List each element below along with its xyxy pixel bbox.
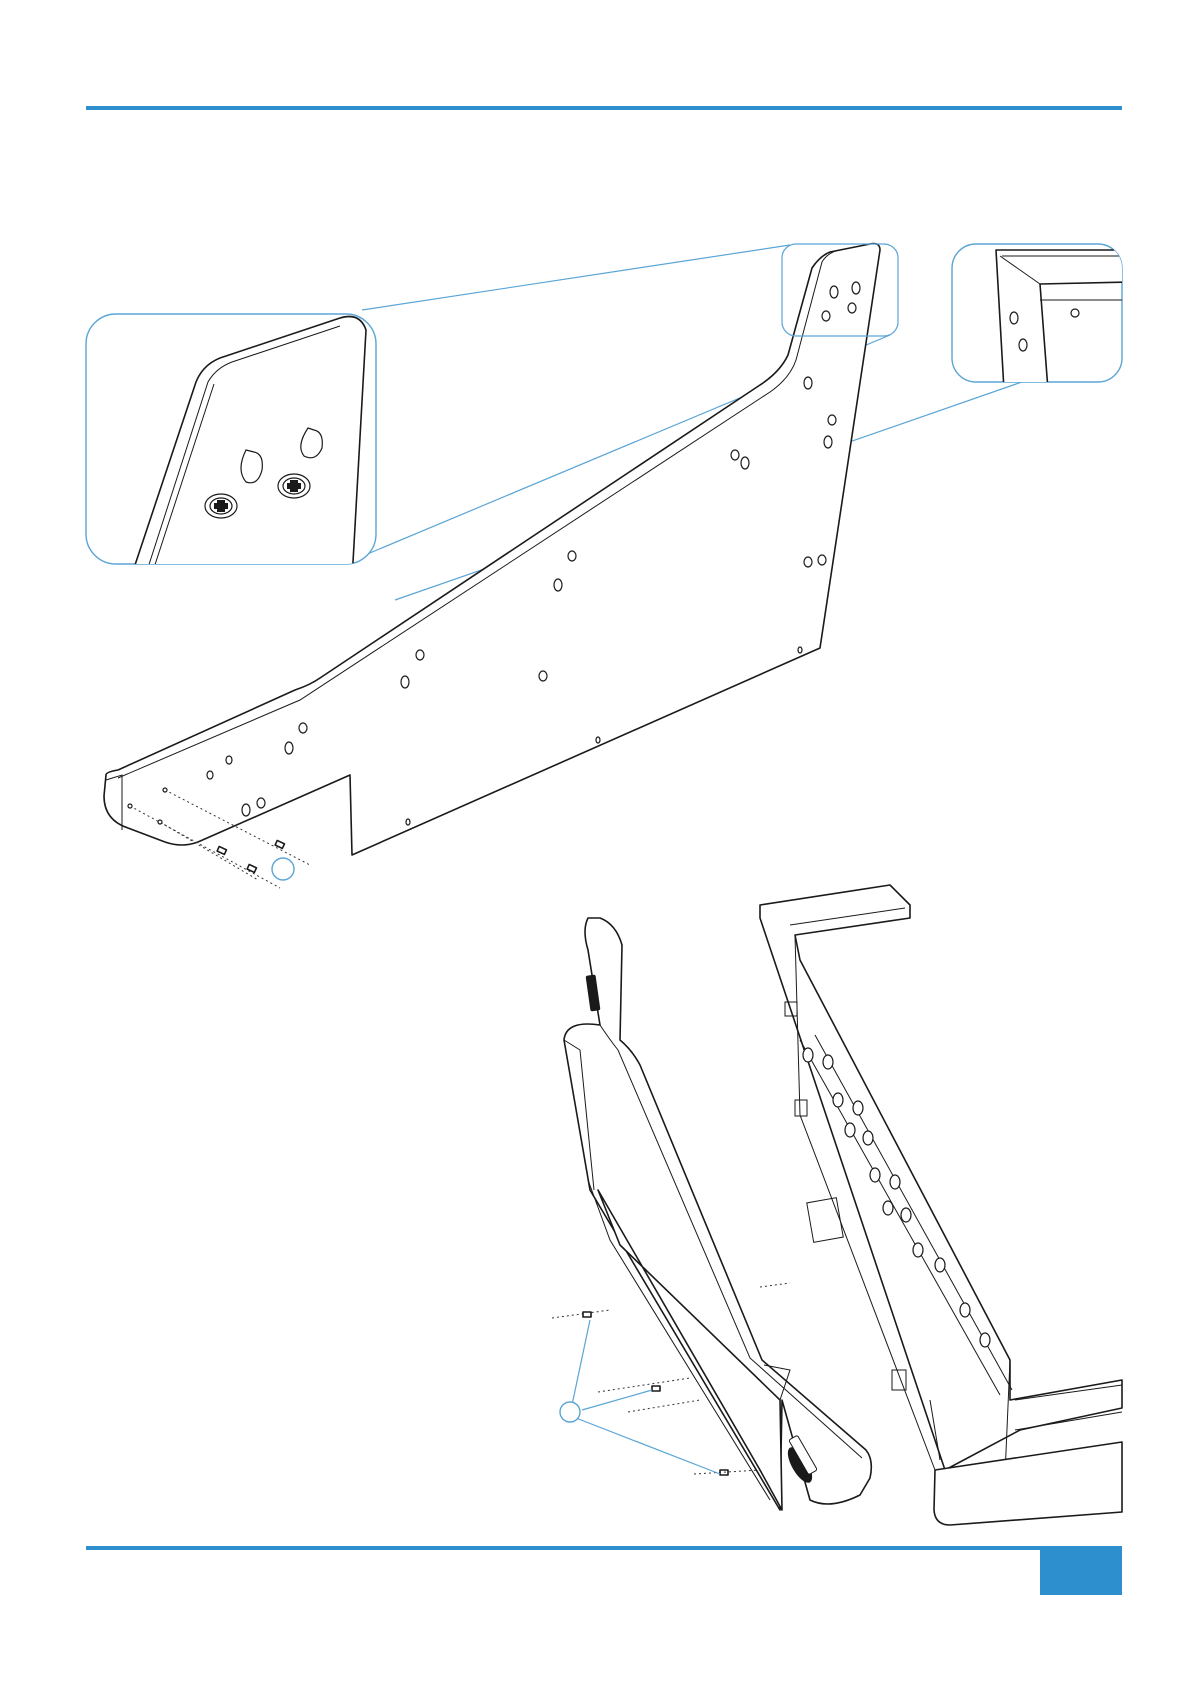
line-art-element bbox=[299, 723, 307, 733]
line-art-element bbox=[596, 737, 600, 743]
line-art-element bbox=[576, 1418, 720, 1474]
corner-detail-callout bbox=[952, 244, 1130, 390]
line-art-element bbox=[741, 457, 749, 469]
line-art-element bbox=[852, 282, 860, 294]
line-art-element bbox=[552, 1310, 610, 1318]
footer-rule bbox=[86, 1546, 1122, 1550]
line-art-element bbox=[818, 555, 826, 565]
line-art-element bbox=[406, 819, 410, 825]
line-art-element bbox=[583, 1312, 591, 1317]
line-art-element bbox=[823, 1055, 833, 1069]
line-art-element bbox=[572, 1320, 590, 1405]
line-art-element bbox=[158, 820, 162, 824]
side-panel-attach-figure bbox=[552, 885, 1122, 1525]
page-number-tab bbox=[1040, 1548, 1122, 1595]
chassis-frame bbox=[760, 885, 1122, 1470]
line-art-element bbox=[760, 1283, 790, 1287]
line-art-element bbox=[807, 1198, 843, 1243]
line-art-element bbox=[830, 286, 838, 298]
side-panel-detail-figure bbox=[86, 244, 1130, 888]
line-art-element bbox=[828, 415, 836, 425]
screw-detail-callout bbox=[86, 314, 376, 580]
line-art-element bbox=[901, 1208, 911, 1222]
line-art-element bbox=[848, 303, 856, 313]
line-art-element bbox=[822, 311, 830, 321]
line-art-element bbox=[1010, 312, 1018, 324]
line-art-element bbox=[890, 1175, 900, 1189]
line-art-element bbox=[960, 1303, 970, 1317]
line-art-element bbox=[217, 846, 226, 854]
line-art-element bbox=[883, 1201, 893, 1215]
line-art-element bbox=[833, 1093, 843, 1107]
line-art-element bbox=[800, 1040, 1000, 1395]
line-art-element bbox=[241, 450, 262, 483]
line-art-element bbox=[285, 742, 293, 754]
line-art-element bbox=[554, 579, 562, 591]
line-art-element bbox=[242, 804, 250, 816]
callout-leader-left-top bbox=[362, 245, 790, 310]
line-art-element bbox=[628, 1400, 700, 1412]
line-art-element bbox=[1071, 309, 1079, 317]
line-art-element bbox=[845, 1123, 855, 1137]
step-marker-2 bbox=[560, 1402, 580, 1422]
line-art-element bbox=[226, 756, 232, 764]
line-art-element bbox=[207, 771, 213, 779]
line-art-element bbox=[824, 436, 832, 448]
line-art-element bbox=[128, 804, 132, 808]
line-art-element bbox=[257, 798, 265, 808]
line-art-element bbox=[795, 1100, 807, 1116]
line-art-element bbox=[798, 647, 802, 653]
line-art-element bbox=[804, 377, 812, 389]
line-art-element bbox=[401, 676, 409, 688]
line-art-element bbox=[416, 650, 424, 660]
line-art-element bbox=[870, 1168, 880, 1182]
line-art-element bbox=[980, 1333, 990, 1347]
line-art-element bbox=[935, 1258, 945, 1272]
line-art-element bbox=[731, 450, 739, 460]
line-art-element bbox=[1019, 339, 1027, 351]
line-art-element bbox=[539, 671, 547, 681]
line-art-element bbox=[582, 1390, 652, 1410]
line-art-element bbox=[853, 1101, 863, 1115]
line-art-element bbox=[598, 1378, 690, 1392]
step-marker-1 bbox=[272, 858, 294, 880]
line-art-element bbox=[163, 788, 167, 792]
line-art-element bbox=[568, 551, 576, 561]
line-art-element bbox=[803, 1048, 813, 1062]
line-art-element bbox=[913, 1243, 923, 1257]
line-art-element bbox=[863, 1131, 873, 1145]
line-art-element bbox=[804, 557, 812, 567]
line-art-element bbox=[652, 1386, 660, 1391]
